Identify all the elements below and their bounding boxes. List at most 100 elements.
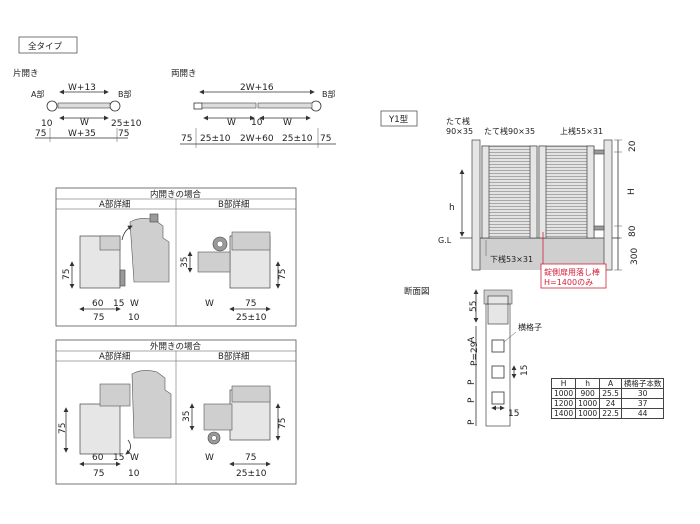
inward-a-75v: 75 bbox=[62, 269, 72, 280]
outward-detail-panel: 外開きの場合 A部詳細 B部詳細 75 60 15 W 75 10 35 75 … bbox=[55, 339, 297, 485]
outward-b-75v: 75 bbox=[278, 418, 288, 429]
inward-b-35: 35 bbox=[180, 257, 190, 268]
inward-a-10: 10 bbox=[128, 313, 140, 323]
section-title: 断面図 bbox=[404, 286, 430, 297]
inward-detail-panel: 内開きの場合 A部詳細 B部詳細 75 60 15 W 75 10 35 75 … bbox=[55, 187, 297, 327]
outward-a-60: 60 bbox=[92, 453, 104, 463]
table-row: 1200 1000 24 37 bbox=[550, 398, 665, 409]
spec-cell: 900 bbox=[575, 388, 601, 399]
inward-a-75h: 75 bbox=[93, 313, 104, 323]
spec-cell: 1200 bbox=[550, 398, 577, 409]
double-dim-w1: W bbox=[227, 118, 236, 128]
spec-cell: 22.5 bbox=[599, 408, 622, 419]
inward-b-25: 25±10 bbox=[236, 313, 267, 323]
all-type-label: 全タイプ bbox=[28, 41, 63, 52]
y1-dim-80: 80 bbox=[628, 225, 638, 237]
outward-a-15: 15 bbox=[113, 453, 124, 463]
y1-tate-label: たて桟 bbox=[446, 116, 470, 126]
double-dim-75l: 75 bbox=[181, 134, 192, 144]
single-dim-w: W bbox=[80, 118, 89, 128]
spec-cell: 30 bbox=[620, 388, 665, 399]
outward-b-25: 25±10 bbox=[236, 469, 267, 479]
section-dim-p1: P bbox=[467, 379, 477, 385]
double-dim-25l: 25±10 bbox=[200, 134, 231, 144]
double-dim-mid: 2W+60 bbox=[240, 134, 274, 144]
inward-a-detail: A部詳細 bbox=[99, 199, 130, 210]
y1-gl: G.L bbox=[438, 236, 452, 245]
outward-a-10: 10 bbox=[128, 469, 140, 479]
inward-a-60: 60 bbox=[92, 299, 104, 309]
spec-cell: 1000 bbox=[575, 398, 601, 409]
y1-drop-rod: 錠側扉用落し棒 bbox=[544, 267, 600, 277]
part-a-label: A部 bbox=[31, 89, 44, 99]
single-dim-top: W+13 bbox=[68, 83, 96, 93]
double-part-b-label: B部 bbox=[322, 89, 336, 99]
y1-tate-size: 90×35 bbox=[446, 127, 473, 136]
section-dim-15b: 15 bbox=[508, 409, 519, 419]
single-dim-right: 25±10 bbox=[111, 119, 142, 129]
y1-type-label: Y1型 bbox=[388, 115, 409, 125]
double-dim-10: 10 bbox=[251, 118, 263, 128]
inward-title: 内開きの場合 bbox=[150, 189, 202, 200]
inward-b-75h: 75 bbox=[245, 299, 256, 309]
single-dim-left: 10 bbox=[41, 119, 53, 129]
outward-a-detail: A部詳細 bbox=[99, 351, 130, 362]
section-dim-p29: P=29 bbox=[470, 341, 480, 366]
outward-a-w: W bbox=[130, 453, 139, 463]
outward-title: 外開きの場合 bbox=[150, 341, 202, 352]
y1-dim-h-small: h bbox=[449, 203, 455, 213]
section-view: 断面図 横格子 55 A P=29 P P P 15 15 bbox=[404, 286, 542, 427]
table-row: 1400 1000 22.5 44 bbox=[550, 408, 665, 419]
spec-cell: 1000 bbox=[575, 408, 601, 419]
inward-a-w: W bbox=[130, 299, 139, 309]
spec-header-row: H h A 横格子本数 bbox=[550, 378, 665, 389]
part-b-label: B部 bbox=[118, 89, 132, 99]
outward-b-35: 35 bbox=[182, 411, 192, 422]
inward-a-15: 15 bbox=[113, 299, 124, 309]
outward-b-75h: 75 bbox=[245, 453, 256, 463]
y1-drop-rod-note: H=1400のみ bbox=[544, 278, 593, 287]
double-dim-75r: 75 bbox=[320, 134, 331, 144]
y1-elevation: Y1型 たて桟 90×35 たて桟90×35 上桟55×31 G.L 錠側扉用落… bbox=[380, 110, 640, 289]
double-swing-plan: 両開き B部 2W+16 W 10 W 75 25±10 2W+60 25±10… bbox=[171, 69, 336, 148]
y1-dim-h: H bbox=[627, 188, 637, 195]
outward-a-75h: 75 bbox=[93, 469, 104, 479]
section-dim-55: 55 bbox=[469, 301, 479, 312]
spec-cell: 1400 bbox=[550, 408, 577, 419]
section-dim-p2: P bbox=[467, 397, 477, 403]
spec-cell: 1000 bbox=[550, 388, 577, 399]
single-dim-bottom-mid: W+35 bbox=[68, 129, 96, 139]
single-dim-bottom-left: 75 bbox=[35, 129, 46, 139]
section-dim-a: A bbox=[467, 336, 477, 343]
table-row: 1000 900 25.5 30 bbox=[550, 388, 665, 399]
section-yokogoshi: 横格子 bbox=[518, 322, 542, 332]
single-swing-plan: 片開き A部 B部 W+13 W 10 25±10 75 W+35 75 bbox=[13, 68, 142, 142]
double-dim-w2: W bbox=[283, 118, 292, 128]
spec-header-cell: H bbox=[550, 378, 577, 389]
outward-a-75v: 75 bbox=[58, 423, 68, 434]
outward-b-w: W bbox=[205, 453, 214, 463]
spec-table: H h A 横格子本数 1000 900 25.5 30 1200 1000 2… bbox=[550, 378, 665, 419]
spec-cell: 44 bbox=[620, 408, 665, 419]
spec-cell: 25.5 bbox=[599, 388, 622, 399]
inward-b-w: W bbox=[205, 299, 214, 309]
y1-tate-mid: たて桟90×35 bbox=[484, 126, 535, 136]
all-type-tag: 全タイプ bbox=[18, 36, 78, 54]
double-swing-title: 両開き bbox=[171, 69, 197, 79]
y1-dim-20: 20 bbox=[628, 140, 638, 152]
spec-cell: 24 bbox=[599, 398, 622, 409]
spec-header-cell: A bbox=[599, 378, 622, 389]
single-swing-title: 片開き bbox=[13, 68, 39, 79]
spec-header-cell: 横格子本数 bbox=[620, 378, 665, 389]
y1-dim-300: 300 bbox=[630, 248, 640, 265]
single-dim-bottom-right: 75 bbox=[118, 129, 129, 139]
double-dim-top: 2W+16 bbox=[240, 83, 274, 93]
double-dim-25r: 25±10 bbox=[282, 134, 313, 144]
y1-upper-rail: 上桟55×31 bbox=[560, 126, 603, 136]
inward-b-detail: B部詳細 bbox=[218, 199, 249, 210]
section-dim-15a: 15 bbox=[520, 365, 530, 376]
section-dim-p3: P bbox=[467, 419, 477, 425]
spec-cell: 37 bbox=[620, 398, 665, 409]
y1-lower-rail: 下桟53×31 bbox=[490, 254, 533, 264]
